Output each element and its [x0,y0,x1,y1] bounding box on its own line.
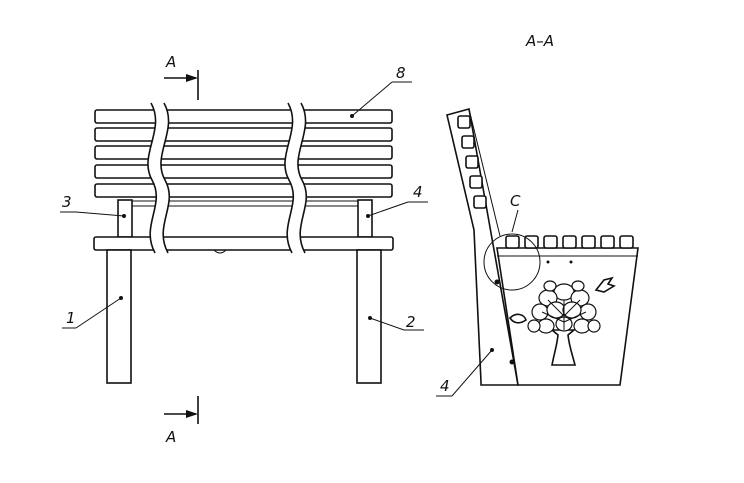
callout-4-section: 4 [436,348,494,397]
section-mark-top-label: A [165,53,176,71]
callout-3: 3 [60,193,126,218]
backrest-slats [94,109,393,198]
detail-c-label: C [510,192,521,210]
callout-8-label: 8 [396,64,406,82]
leaf-ornament-icon [508,313,527,324]
section-mark-top: A [164,53,199,100]
slat-5 [94,183,393,198]
callout-1: 1 [62,296,123,329]
callout-4-section-label: 4 [440,377,450,395]
section-mark-bottom-label: A [165,428,176,446]
section-view: A–A [436,32,639,397]
callout-8: 8 [350,64,412,118]
tree-ornament-icon [527,280,601,366]
callout-2-label: 2 [406,313,416,331]
slat-1 [94,109,393,124]
left-leg [106,249,132,384]
callout-4-front-label: 4 [413,183,423,201]
backrest-profiles [457,115,487,209]
bird-ornament-icon [594,276,616,293]
front-view: A A 8 3 4 [60,53,428,446]
callout-2: 2 [368,313,424,331]
section-title: A–A [525,32,554,50]
seat-rail [93,236,394,251]
slat-3 [94,145,393,160]
callout-3-label: 3 [62,193,72,211]
callout-1-label: 1 [66,309,76,327]
section-mark-bottom: A [164,396,199,446]
detail-c: C [483,192,541,291]
seat-profiles [505,235,634,249]
slat-4 [94,164,393,179]
callout-4-front: 4 [366,183,428,218]
right-arm-post [357,199,373,238]
slat-2 [94,127,393,142]
left-arm-post [117,199,133,238]
